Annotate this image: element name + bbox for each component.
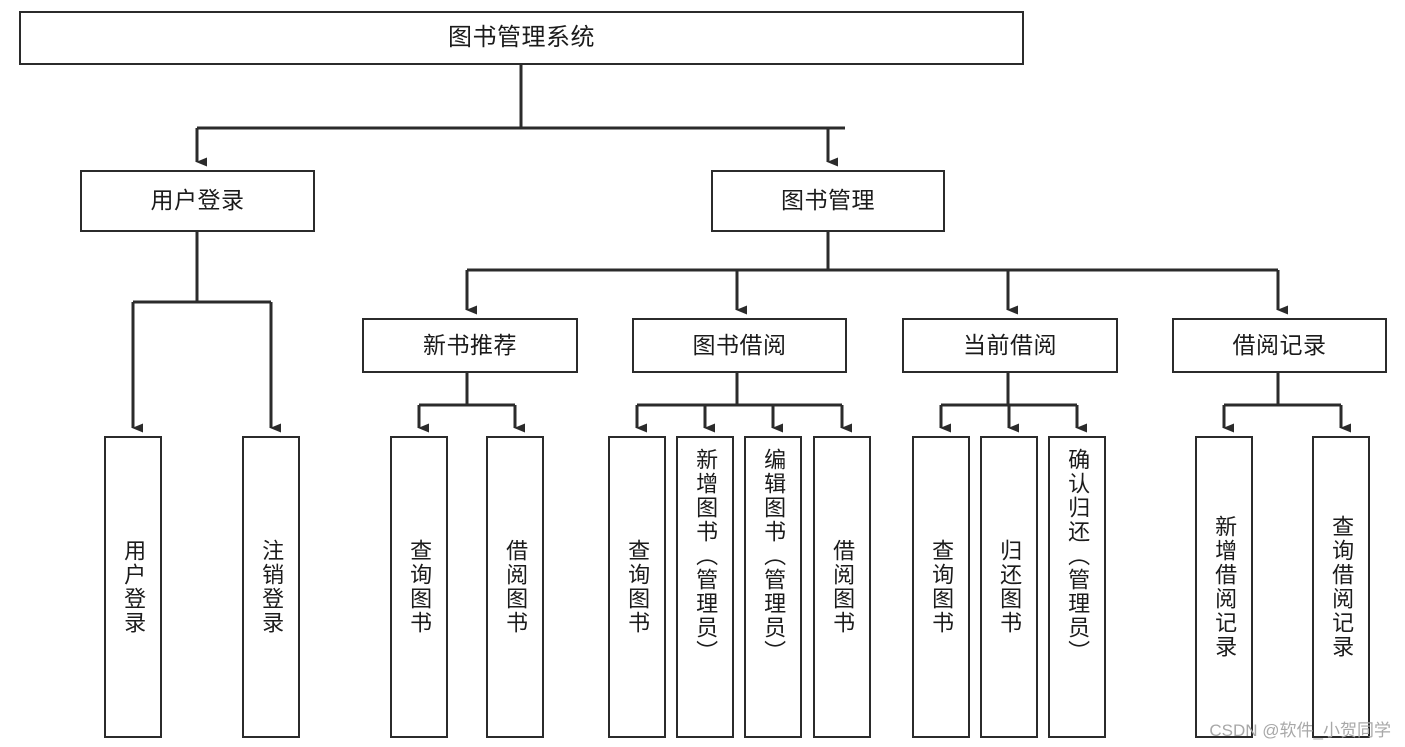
leaf-label-borrow-book-1: 借阅图书 — [503, 539, 529, 635]
leaf-borrow-book-1[interactable]: 借阅图书 — [486, 436, 544, 738]
leaf-label-user-login: 用户登录 — [121, 539, 147, 635]
leaf-confirm-return[interactable]: 确认归还（管理员） — [1048, 436, 1106, 738]
node-label-current-borrow: 当前借阅 — [963, 331, 1057, 358]
leaf-user-logout[interactable]: 注销登录 — [242, 436, 300, 738]
leaf-label-user-logout: 注销登录 — [259, 539, 285, 635]
leaf-label-query-book-2: 查询图书 — [625, 539, 651, 635]
leaf-label-add-record: 新增借阅记录 — [1212, 515, 1238, 659]
leaf-label-add-book: 新增图书（管理员） — [693, 448, 719, 664]
node-label-book-borrow: 图书借阅 — [692, 331, 787, 358]
leaf-query-book-2[interactable]: 查询图书 — [608, 436, 666, 738]
node-book-borrow[interactable]: 图书借阅 — [632, 318, 847, 373]
leaf-borrow-book-2[interactable]: 借阅图书 — [813, 436, 871, 738]
leaf-label-confirm-return: 确认归还（管理员） — [1065, 448, 1091, 664]
leaf-add-book[interactable]: 新增图书（管理员） — [676, 436, 734, 738]
leaf-edit-book[interactable]: 编辑图书（管理员） — [744, 436, 802, 738]
leaf-label-return-book: 归还图书 — [997, 539, 1023, 635]
leaf-label-edit-book: 编辑图书（管理员） — [761, 448, 787, 664]
leaf-label-query-book-1: 查询图书 — [407, 539, 433, 635]
leaf-return-book[interactable]: 归还图书 — [980, 436, 1038, 738]
node-current-borrow[interactable]: 当前借阅 — [902, 318, 1118, 373]
leaf-query-record[interactable]: 查询借阅记录 — [1312, 436, 1370, 738]
node-label-root: 图书管理系统 — [448, 23, 595, 51]
node-borrow-record[interactable]: 借阅记录 — [1172, 318, 1387, 373]
node-label-borrow-record: 借阅记录 — [1232, 331, 1327, 358]
node-new-book-recommend[interactable]: 新书推荐 — [362, 318, 578, 373]
leaf-query-book-3[interactable]: 查询图书 — [912, 436, 970, 738]
node-root-system[interactable]: 图书管理系统 — [19, 11, 1024, 65]
node-label-book-management: 图书管理 — [781, 187, 875, 214]
leaf-label-query-book-3: 查询图书 — [929, 539, 955, 635]
leaf-query-book-1[interactable]: 查询图书 — [390, 436, 448, 738]
leaf-add-record[interactable]: 新增借阅记录 — [1195, 436, 1253, 738]
node-label-new-book-recommend: 新书推荐 — [423, 331, 517, 358]
node-label-user-login: 用户登录 — [150, 187, 245, 214]
csdn-watermark: CSDN @软件_小贺同学 — [1209, 721, 1391, 740]
node-book-management[interactable]: 图书管理 — [711, 170, 945, 232]
leaf-user-login[interactable]: 用户登录 — [104, 436, 162, 738]
leaf-label-borrow-book-2: 借阅图书 — [830, 539, 856, 635]
leaf-label-query-record: 查询借阅记录 — [1329, 515, 1355, 659]
node-user-login[interactable]: 用户登录 — [80, 170, 315, 232]
